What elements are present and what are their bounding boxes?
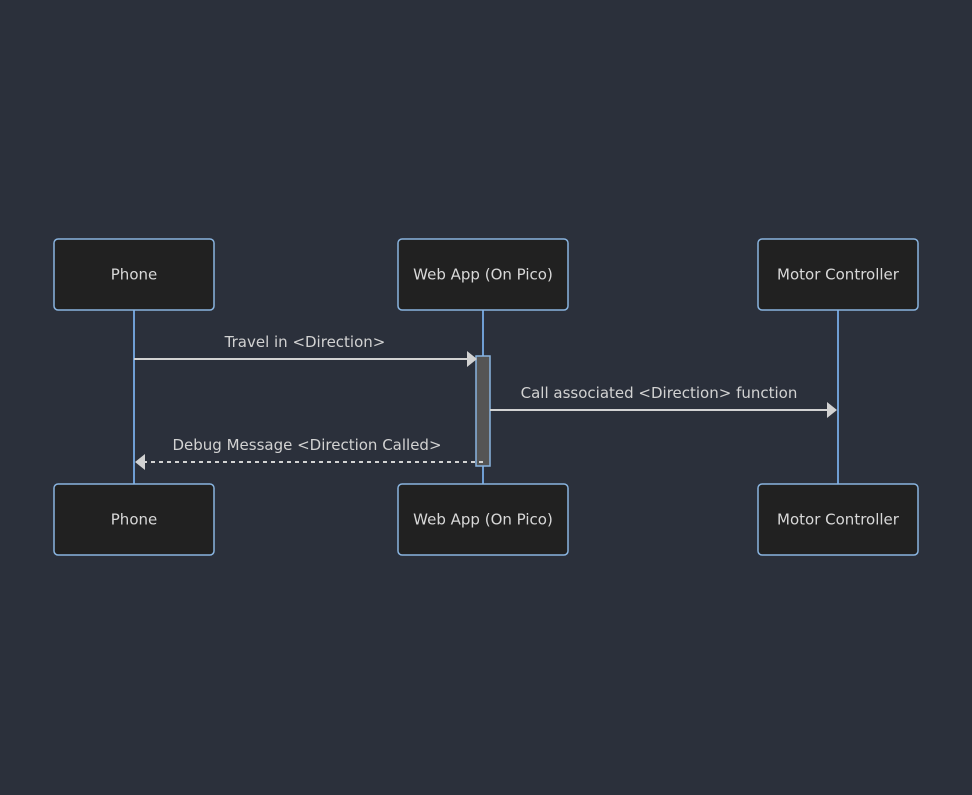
message-call-associated-function[interactable]: Call associated <Direction> function (490, 384, 837, 418)
arrow-head-left-icon (135, 454, 145, 470)
participant-box-motor-top[interactable] (757, 238, 919, 311)
participant-box-motor-bottom[interactable] (757, 483, 919, 556)
participant-footer-webapp[interactable]: Web App (On Pico) (397, 483, 569, 556)
participant-header-motor[interactable]: Motor Controller (757, 238, 919, 311)
participant-label-motor-bottom: Motor Controller (777, 511, 900, 529)
arrow-head-right-icon (827, 402, 837, 418)
activation-bar-webapp (475, 355, 491, 467)
arrow-head-right-icon (467, 351, 477, 367)
participant-header-webapp[interactable]: Web App (On Pico) (397, 238, 569, 311)
participant-label-webapp-top: Web App (On Pico) (413, 266, 553, 284)
participant-footer-motor[interactable]: Motor Controller (757, 483, 919, 556)
message-label-travel-in-direction: Travel in <Direction> (224, 333, 386, 351)
message-label-debug-message: Debug Message <Direction Called> (172, 436, 441, 454)
message-debug-message[interactable]: Debug Message <Direction Called> (135, 436, 483, 470)
participant-label-phone-bottom: Phone (111, 511, 157, 529)
participant-box-phone-bottom[interactable] (53, 483, 215, 556)
participant-box-phone-top[interactable] (53, 238, 215, 311)
participant-footer-phone[interactable]: Phone (53, 483, 215, 556)
message-travel-in-direction[interactable]: Travel in <Direction> (134, 333, 477, 367)
participant-label-webapp-bottom: Web App (On Pico) (413, 511, 553, 529)
participant-box-webapp-bottom[interactable] (397, 483, 569, 556)
message-label-call-associated-function: Call associated <Direction> function (521, 384, 798, 402)
participant-label-motor-top: Motor Controller (777, 266, 900, 284)
participant-label-phone-top: Phone (111, 266, 157, 284)
participant-box-webapp-top[interactable] (397, 238, 569, 311)
participant-header-phone[interactable]: Phone (53, 238, 215, 311)
